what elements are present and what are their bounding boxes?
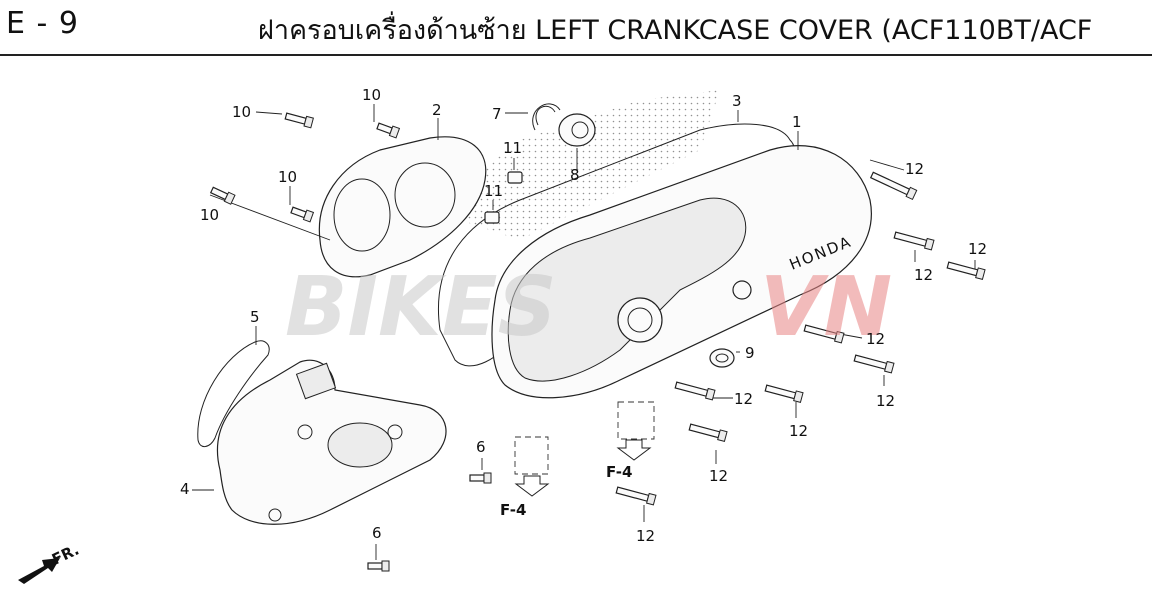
leader-line <box>869 159 905 171</box>
page-title: ฝาครอบเครื่องด้านซ้าย LEFT CRANKCASE COV… <box>258 15 1093 46</box>
oil-seal-inner <box>715 353 729 363</box>
ref-label: F-4 <box>500 501 526 519</box>
bolt <box>290 206 315 223</box>
assembly-shading <box>430 90 720 240</box>
ref-label: F-4 <box>606 463 632 481</box>
outer-cover-vent <box>295 362 337 400</box>
circlip <box>532 103 561 131</box>
callout-number: 11 <box>484 182 503 200</box>
outer-cover-hole <box>268 508 282 522</box>
callouts: 10 10 10 10 2 7 8 11 11 3 1 12 12 12 12 9 12 12 12 12 12 5 4 6 6 <box>180 86 987 545</box>
outer-cover-hole <box>297 424 313 440</box>
callout-number: 12 <box>914 266 933 284</box>
callout-number: 12 <box>876 392 895 410</box>
front-arrow-icon <box>18 558 60 584</box>
bolt <box>946 261 986 281</box>
ref-arrow <box>616 439 652 461</box>
callout-number: 12 <box>968 240 987 258</box>
bolt <box>869 171 918 201</box>
callout-number: 11 <box>503 139 522 157</box>
callout-number: 10 <box>278 168 297 186</box>
bolt <box>764 384 804 404</box>
bolt <box>209 186 236 205</box>
cover-boss-inner <box>627 307 653 333</box>
bolt <box>284 112 314 129</box>
callout-number: 1 <box>792 113 802 131</box>
callout-number: 10 <box>200 206 219 224</box>
ref-bracket-box <box>617 401 655 440</box>
cover-boss <box>617 297 663 343</box>
leader-line <box>255 111 283 115</box>
bolt <box>376 122 401 139</box>
bolt <box>615 486 657 506</box>
cover-seal <box>197 340 270 447</box>
header: E - 9 ฝาครอบเครื่องด้านซ้าย LEFT CRANKCA… <box>0 0 1152 56</box>
watermark-text-right: VN <box>760 260 892 355</box>
cover-mount-hole <box>732 280 752 300</box>
callout-number: 12 <box>636 527 655 545</box>
leader-lines <box>192 104 976 560</box>
callout-number: 8 <box>570 166 580 184</box>
bearing-outer <box>558 113 596 147</box>
callout-number: 10 <box>362 86 381 104</box>
callout-number: 7 <box>492 105 502 123</box>
callout-number: 3 <box>732 92 742 110</box>
inner-cover-opening-b <box>394 162 456 228</box>
callout-number: 6 <box>372 524 382 542</box>
callout-number: 2 <box>432 101 442 119</box>
callout-number: 12 <box>905 160 924 178</box>
bolt <box>688 423 728 443</box>
watermark: BIKES VN <box>285 260 892 355</box>
bolt <box>367 560 390 572</box>
bearing-inner <box>571 121 589 139</box>
callout-number: 5 <box>250 308 260 326</box>
dowel-pin <box>484 211 500 224</box>
callout-number: 12 <box>789 422 808 440</box>
cover-inner-face <box>507 197 747 382</box>
inner-cover-opening-a <box>333 178 391 252</box>
callout-number: 12 <box>709 467 728 485</box>
oil-seal <box>709 348 735 368</box>
outer-cover-hole <box>387 424 403 440</box>
page-code: E - 9 <box>6 6 79 41</box>
dowel-pin <box>507 171 523 184</box>
callout-number: 6 <box>476 438 486 456</box>
ref-arrow <box>514 475 550 497</box>
bolt <box>469 472 492 484</box>
callout-number: 9 <box>745 344 755 362</box>
fasteners <box>209 112 986 572</box>
callout-number: 12 <box>734 390 753 408</box>
ref-bracket-box <box>514 436 549 475</box>
bolt <box>853 354 895 374</box>
bolt <box>674 381 716 401</box>
callout-number: 4 <box>180 480 190 498</box>
bolt <box>803 324 845 344</box>
bolt <box>893 231 935 251</box>
front-direction-label: FR. <box>49 541 82 569</box>
outer-cover-emblem <box>327 422 393 468</box>
callout-number: 10 <box>232 103 251 121</box>
inner-cover-plate <box>318 136 487 278</box>
callout-number: 12 <box>866 330 885 348</box>
watermark-text-left: BIKES <box>285 260 557 355</box>
